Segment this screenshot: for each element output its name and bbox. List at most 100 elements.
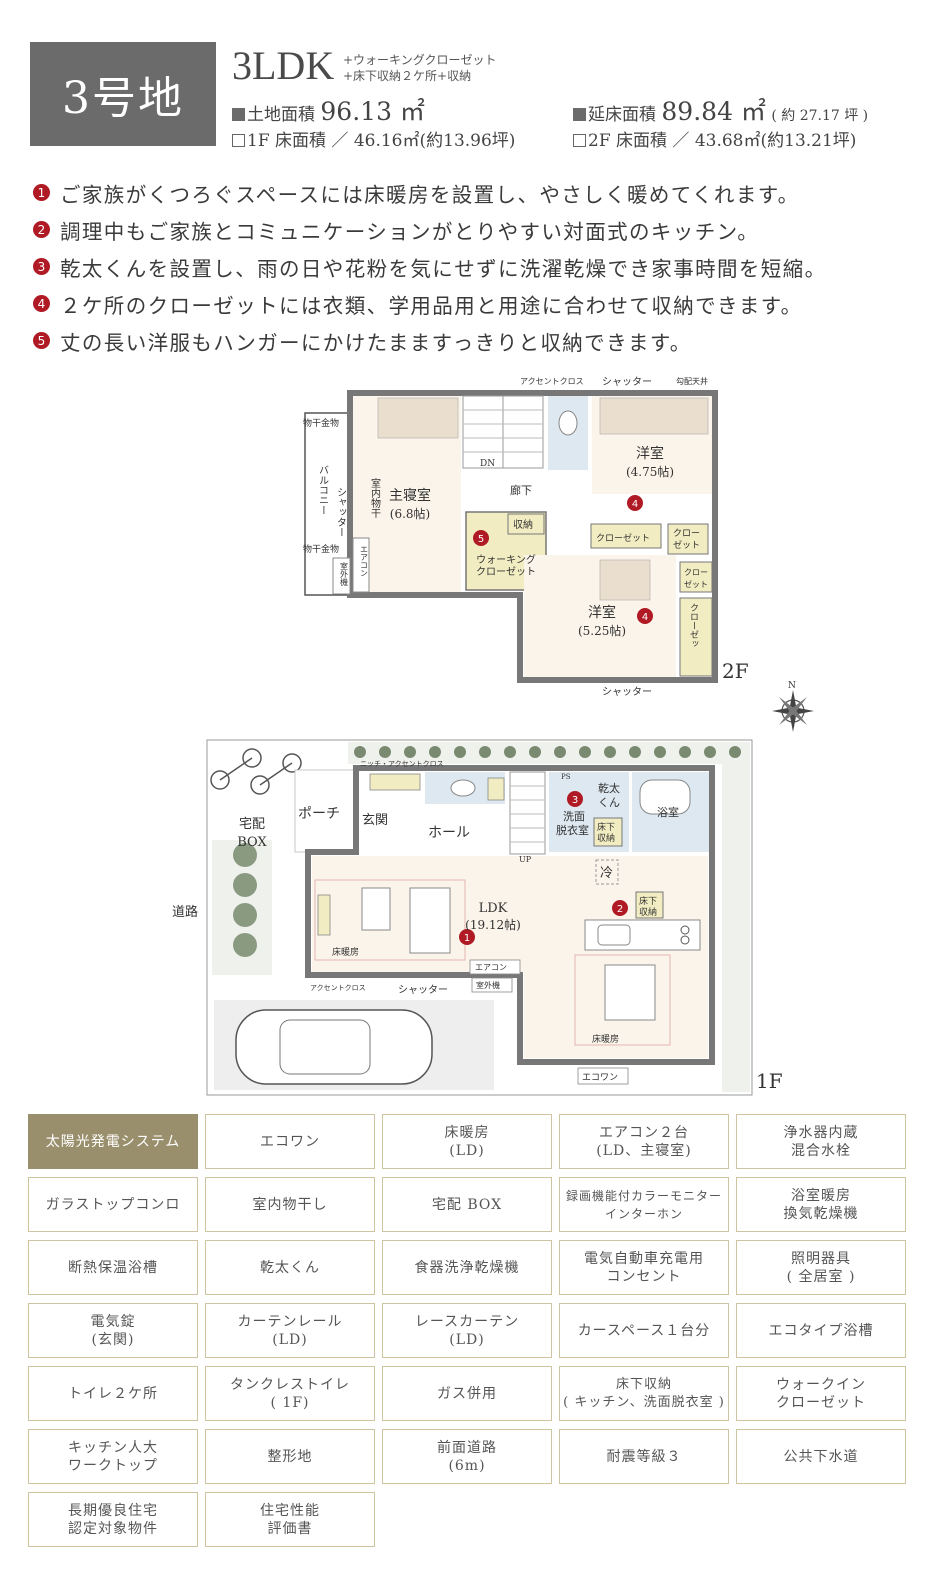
loft-label: 勾配天井 — [676, 376, 708, 386]
room-b-size: (5.25帖) — [578, 623, 626, 638]
open-square-icon — [232, 134, 245, 147]
entrance-label: 玄関 — [362, 813, 388, 828]
marker-4 — [627, 495, 643, 511]
dining-table — [604, 964, 656, 1021]
filled-square-icon — [232, 108, 245, 121]
equip-cell: 公共下水道 — [736, 1429, 906, 1484]
ldk-size: (19.12帖) — [465, 917, 521, 932]
room-a-size: (4.75帖) — [626, 464, 674, 479]
floor-label-2f: 2F — [722, 659, 749, 683]
equip-cell: 床下収納 ( キッチン、洗面脱衣室 ) — [559, 1366, 729, 1421]
sofa — [409, 887, 451, 954]
hall-1f — [422, 806, 507, 852]
toilet-bowl — [450, 779, 476, 797]
storage-2f — [507, 513, 545, 535]
equip-cell: 前面道路 (6m) — [382, 1429, 552, 1484]
aircon-box — [469, 959, 521, 975]
layout-extras: +ウォーキングクローゼット +床下収納２ケ所+収納 — [343, 52, 496, 84]
underfloor-label-2: 収納 — [597, 832, 615, 844]
equip-cell: 乾太くん — [205, 1240, 375, 1295]
equip-cell: ガス併用 — [382, 1366, 552, 1421]
shutter-label: シャッター — [602, 376, 652, 388]
closet-c — [679, 561, 713, 593]
shoe-storage — [369, 773, 421, 791]
floor-area: 延床面積 89.84 ㎡ ( 約 27.17 坪 ) — [573, 92, 868, 128]
fridge-label: 冷 — [600, 866, 613, 881]
shutter-label: シャッター — [335, 487, 347, 537]
marker-1 — [459, 929, 475, 945]
equip-cell: 住宅性能 評価書 — [205, 1492, 375, 1547]
bath-label: 浴室 — [657, 805, 679, 819]
equip-cell: タンクレストイレ ( 1F) — [205, 1366, 375, 1421]
equip-cell: 録画機能付カラーモニター インターホン — [559, 1177, 729, 1232]
f2-area: 2F 床面積 ／ 43.68㎡(約13.21坪) — [573, 126, 856, 151]
room-b-label: 洋室 — [588, 604, 616, 621]
ps-label: PS — [561, 773, 571, 781]
ecowan-box — [577, 1067, 629, 1085]
kitchen-storage-label-1: 床下 — [639, 895, 657, 907]
hall-2f — [461, 470, 591, 510]
up-label: UP — [519, 855, 532, 864]
equip-cell: 浄水器内蔵 混合水栓 — [736, 1114, 906, 1169]
floor-area-tsubo: ( 約 27.17 坪 ) — [771, 108, 869, 124]
floor-plan-1f: 3 2 1 ニッチ・アクセントクロス ポーチ 玄関 ホール 宅配 BOX 道路 … — [172, 739, 783, 1096]
bathtub — [639, 779, 691, 815]
extras-line-1: +ウォーキングクローゼット — [343, 53, 497, 67]
toilet-bowl — [558, 410, 578, 436]
marker-2 — [612, 900, 628, 916]
svg-text:4: 4 — [632, 499, 638, 510]
road-label: 道路 — [172, 904, 198, 920]
fridge — [595, 859, 619, 885]
open-square-icon — [573, 134, 586, 147]
master-size: (6.8帖) — [390, 506, 430, 521]
equip-cell: 電気自動車充電用 コンセント — [559, 1240, 729, 1295]
floor-area-value: 89.84 ㎡ — [661, 97, 766, 126]
sink — [597, 924, 631, 946]
ecowan-label: エコワン — [582, 1073, 618, 1083]
land-area-value: 96.13 ㎡ — [320, 97, 425, 126]
closet-a-label: クローゼット — [596, 532, 650, 544]
floor-heat-label: 床暖房 — [592, 1033, 619, 1045]
kanta-label-2: くん — [598, 796, 620, 809]
equip-cell: カーテンレール (LD) — [205, 1303, 375, 1358]
equip-cell: ガラストップコンロ — [28, 1177, 198, 1232]
equip-cell: キッチン人大 ワークトップ — [28, 1429, 198, 1484]
wic-label-1: ウォーキング — [476, 553, 536, 566]
outdoor-unit-label: 室外機 — [476, 980, 500, 990]
equip-cell: 断熱保温浴槽 — [28, 1240, 198, 1295]
delivery-box-label-2: BOX — [237, 835, 267, 850]
lot-badge: 3号地 — [30, 42, 216, 146]
closet-d — [679, 597, 713, 677]
bicycle-icon — [210, 748, 302, 795]
closet-b-label-1: クロー — [673, 528, 700, 539]
underfloor-storage-wash — [593, 817, 623, 847]
side-yard — [722, 764, 750, 1092]
hedge-plants — [354, 746, 741, 758]
layout-type: 3LDK — [232, 43, 335, 88]
porch-area — [294, 769, 358, 853]
floor-heating-zone — [574, 954, 671, 1046]
land-area: 土地面積 96.13 ㎡ — [232, 92, 425, 128]
number-badge: 2 — [33, 221, 50, 238]
extras-line-2: +床下収納２ケ所+収納 — [343, 69, 472, 83]
equip-cell: 床暖房 (LD) — [382, 1114, 552, 1169]
stairs-2f — [462, 395, 544, 469]
compass-north: N — [788, 681, 796, 691]
compass-icon: N — [772, 681, 814, 732]
room-a-label: 洋室 — [636, 445, 664, 462]
wic-label-2: クローゼット — [476, 566, 536, 578]
equip-cell: 電気錠 (玄関) — [28, 1303, 198, 1358]
floor-heat-label: 床暖房 — [332, 946, 359, 958]
equip-cell: トイレ２ケ所 — [28, 1366, 198, 1421]
svg-text:1: 1 — [464, 933, 470, 944]
number-badge: 4 — [33, 295, 50, 312]
dn-label: DN — [480, 459, 495, 469]
svg-text:3: 3 — [572, 795, 578, 806]
svg-text:2: 2 — [617, 904, 623, 915]
tv-board — [317, 894, 331, 936]
hedge — [348, 742, 750, 764]
